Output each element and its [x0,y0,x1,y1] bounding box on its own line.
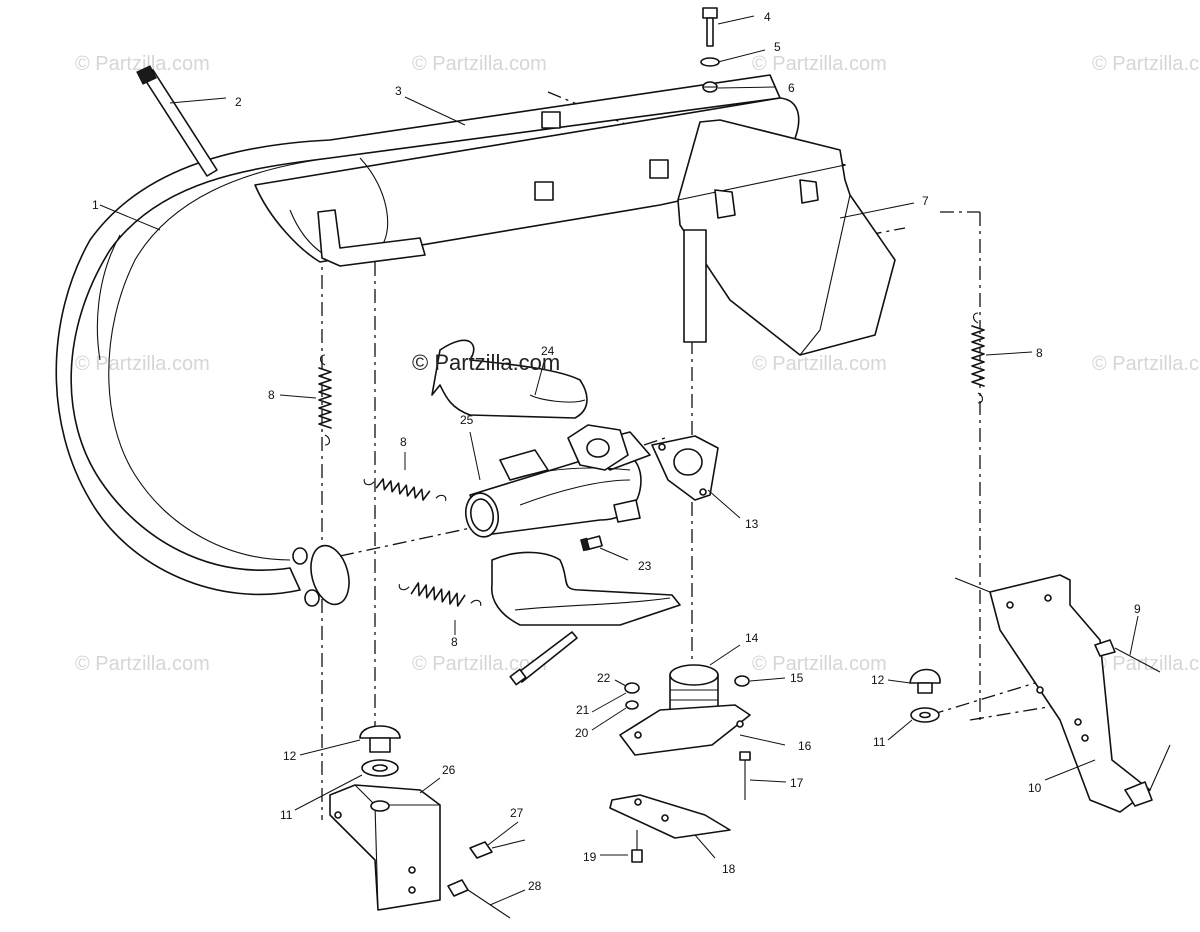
grommet-left [359,725,401,777]
callout-12: 12 [283,749,297,763]
watermark: © Partzilla.com [1092,53,1200,75]
fuel-fitting [469,839,526,859]
watermark: © Partzilla.com [75,53,210,75]
watermark-center: © Partzilla.com [412,350,560,375]
bolt-23 [580,535,603,552]
spring [971,312,985,404]
callout-20: 20 [575,726,589,740]
watermark: © Partzilla.com [752,653,887,675]
cable-tie [136,65,218,177]
callout-11: 11 [873,735,886,749]
callout-27: 27 [510,806,524,820]
callout-8: 8 [400,435,407,449]
callout-3: 3 [395,84,402,98]
callout-15: 15 [790,671,804,685]
callout-8: 8 [268,388,275,402]
callout-18: 18 [722,862,736,876]
watermark: © Partzilla.com [752,353,887,375]
mount-post [683,229,707,343]
side-bracket [954,574,1171,813]
weld-nut [649,159,669,179]
callout-21: 21 [576,703,590,717]
small-fasteners [624,675,751,863]
callout-16: 16 [798,739,812,753]
callout-8: 8 [451,635,458,649]
leader-lines [99,15,1139,906]
cable-9 [1094,639,1161,673]
callout-10: 10 [1028,781,1042,795]
shield-plate [609,794,731,839]
weld-nut [541,111,561,129]
callout-4: 4 [764,10,771,24]
lower-manifold-shield [491,551,681,626]
watermark: © Partzilla.com [412,53,547,75]
callout-5: 5 [774,40,781,54]
lower-bracket [329,784,441,911]
callout-12: 12 [871,673,885,687]
upper-manifold-shield [431,339,588,419]
rubber-mount [619,664,751,756]
callout-7: 7 [922,194,929,208]
heat-shield [677,119,896,356]
callout-1: 1 [92,198,99,212]
callout-17: 17 [790,776,804,790]
callout-25: 25 [460,413,474,427]
spring [398,582,482,607]
callout-23: 23 [638,559,652,573]
callout-labels: 1 2 3 4 5 6 7 8 8 8 8 9 10 11 11 12 12 1… [92,10,1141,893]
watermark: © Partzilla.com [752,53,887,75]
top-fastener-stack [700,7,720,93]
muffler-mount-tab [317,209,426,267]
expansion-chamber-pipe [55,74,781,596]
callout-19: 19 [583,850,597,864]
callout-9: 9 [1134,602,1141,616]
cable-28 [447,879,511,919]
watermark-grid: © Partzilla.com © Partzilla.com © Partzi… [75,53,1200,675]
callout-2: 2 [235,95,242,109]
washer [700,57,720,67]
watermark: © Partzilla.com [1092,353,1200,375]
callout-6: 6 [788,81,795,95]
callout-14: 14 [745,631,759,645]
spring [363,478,447,502]
grommet-right [909,668,941,723]
callout-13: 13 [745,517,759,531]
pipe-outlet [310,544,350,606]
callout-8: 8 [1036,346,1043,360]
callout-28: 28 [528,879,542,893]
callout-24: 24 [541,344,555,358]
long-bolt [509,631,578,686]
callout-11: 11 [280,808,293,822]
weld-nut [534,181,554,201]
watermark: © Partzilla.com [75,653,210,675]
watermark: © Partzilla.com [412,653,547,675]
mount-plate [619,704,751,756]
callout-26: 26 [442,763,456,777]
callout-22: 22 [597,671,611,685]
watermark: © Partzilla.com [75,353,210,375]
spring [318,354,332,446]
gasket [567,424,719,501]
